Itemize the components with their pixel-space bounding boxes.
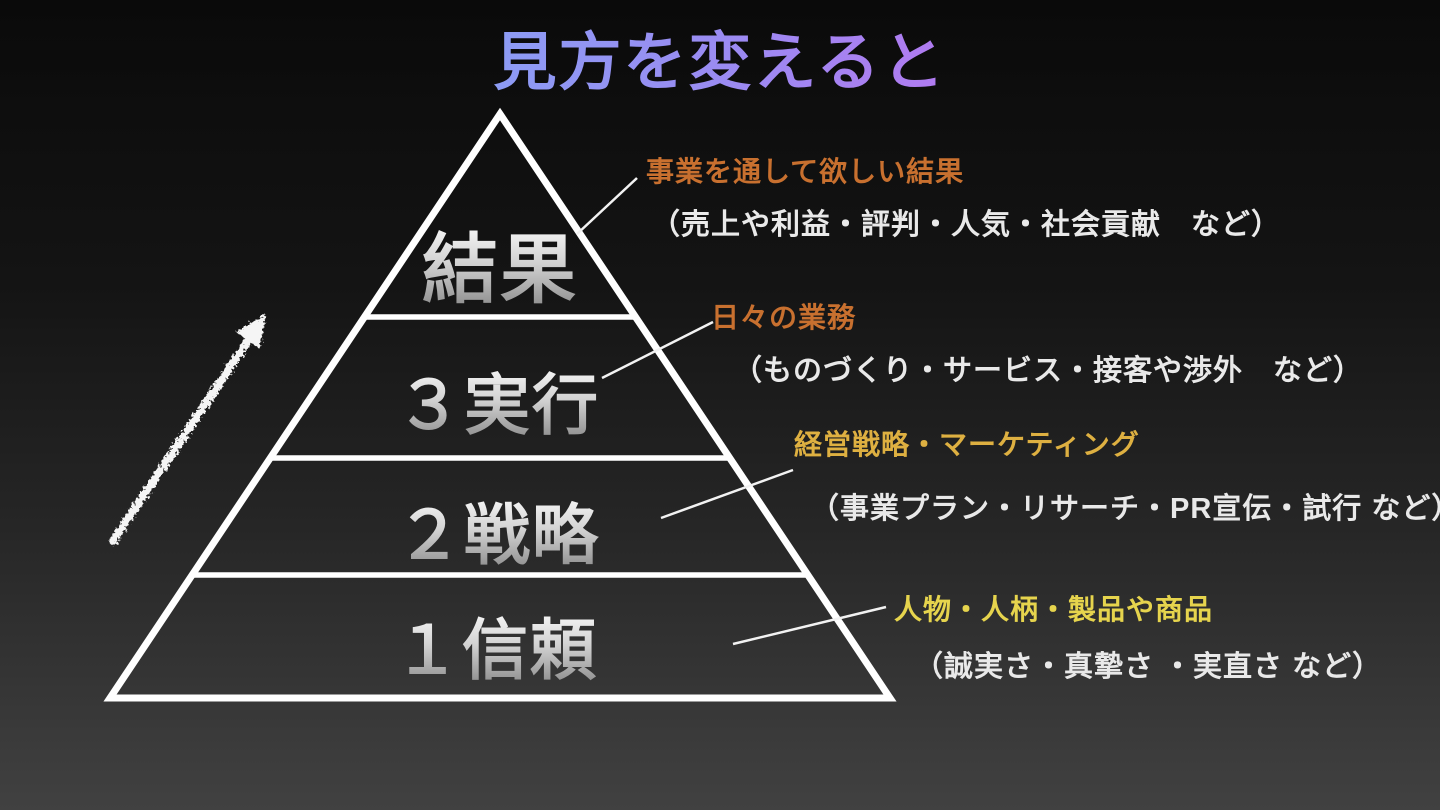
connector-line-trust bbox=[732, 605, 887, 646]
slide-title: 見方を変えると bbox=[0, 12, 1440, 103]
annotation-heading: 人物・人柄・製品や商品 bbox=[894, 594, 1214, 625]
annotation-heading: 経営戦略・マーケティング bbox=[794, 429, 1140, 460]
annotation-trust: 人物・人柄・製品や商品 （誠実さ・真摯さ ・実直さ など） bbox=[894, 588, 1382, 685]
pyramid-outline bbox=[103, 107, 897, 702]
connector-line-execution bbox=[601, 320, 714, 380]
annotation-detail: （誠実さ・真摯さ ・実直さ など） bbox=[914, 651, 1383, 683]
pyramid-level-label-trust: １信頼 bbox=[394, 597, 598, 693]
annotation-results: 事業を通して欲しい結果 （売上や利益・評判・人気・社会貢献 など） bbox=[646, 150, 1281, 243]
chalk-arrow-up-right-icon bbox=[109, 314, 266, 545]
annotation-execution: 日々の業務 （ものづくり・サービス・接客や渉外 など） bbox=[711, 296, 1363, 389]
annotation-heading: 日々の業務 bbox=[711, 302, 857, 333]
annotation-detail: （ものづくり・サービス・接客や渉外 など） bbox=[733, 355, 1364, 387]
pyramid-level-label-execution: ３実行 bbox=[396, 352, 600, 448]
pyramid-level-label-strategy: ２戦略 bbox=[396, 482, 600, 578]
pyramid-level-label-results: 結果 bbox=[422, 208, 578, 318]
connector-line-strategy bbox=[660, 468, 794, 520]
annotation-heading: 事業を通して欲しい結果 bbox=[646, 156, 965, 187]
annotation-strategy: 経営戦略・マーケティング （事業プラン・リサーチ・PR宣伝・試行 など） bbox=[794, 423, 1440, 527]
annotation-detail: （事業プラン・リサーチ・PR宣伝・試行 など） bbox=[810, 493, 1440, 525]
annotation-detail: （売上や利益・評判・人気・社会貢献 など） bbox=[651, 209, 1282, 241]
connector-line-results bbox=[576, 177, 638, 235]
